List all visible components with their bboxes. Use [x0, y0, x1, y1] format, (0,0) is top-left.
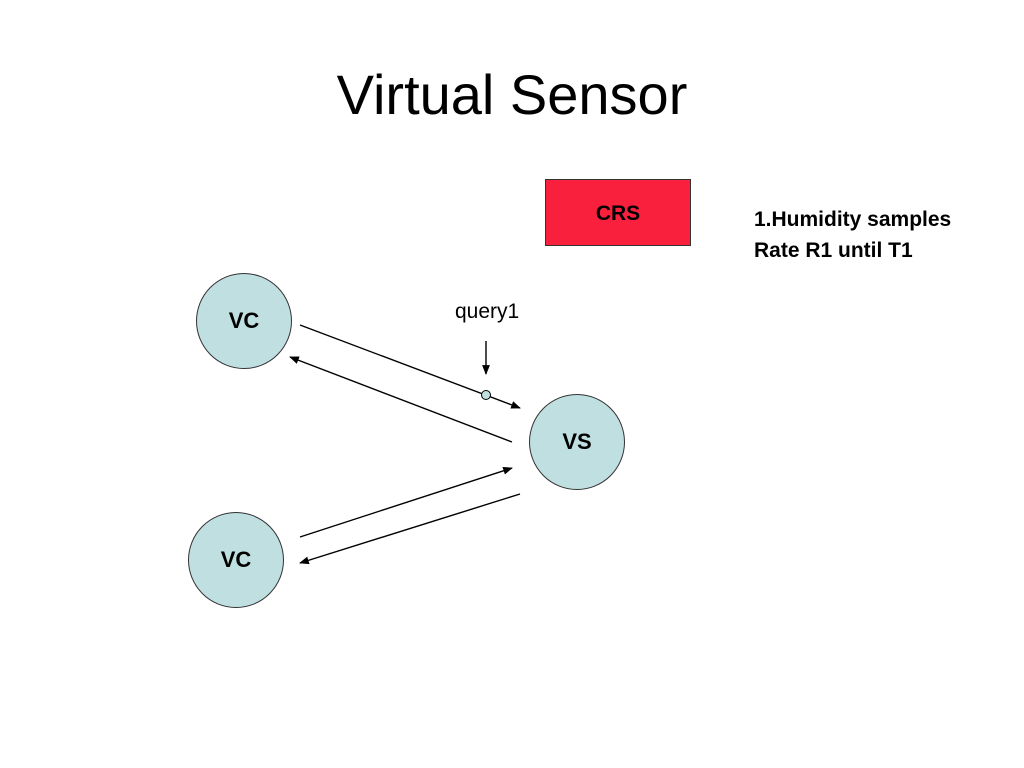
vc-node-bottom: VC — [188, 512, 284, 608]
note-line-2: Rate R1 until T1 — [754, 239, 913, 262]
vc-node-top-label: VC — [228, 308, 260, 333]
humidity-note: 1.Humidity samples Rate R1 until T1 — [754, 204, 951, 266]
query-label: query1 — [455, 300, 520, 323]
vc-node-top: VC — [196, 273, 292, 369]
vs-node: VS — [529, 394, 625, 490]
edge-vs-to-vc2 — [299, 493, 521, 565]
slide-title: Virtual Sensor — [336, 63, 688, 126]
note-line-1: 1.Humidity samples — [754, 208, 952, 231]
crs-label: CRS — [595, 202, 641, 225]
vc-node-bottom-label: VC — [220, 547, 252, 572]
query-point — [481, 390, 491, 400]
edge-vs-to-vc1 — [289, 356, 513, 443]
crs-box: CRS — [545, 179, 691, 246]
vs-node-label: VS — [562, 429, 592, 454]
edge-vc2-to-vs — [299, 467, 513, 538]
